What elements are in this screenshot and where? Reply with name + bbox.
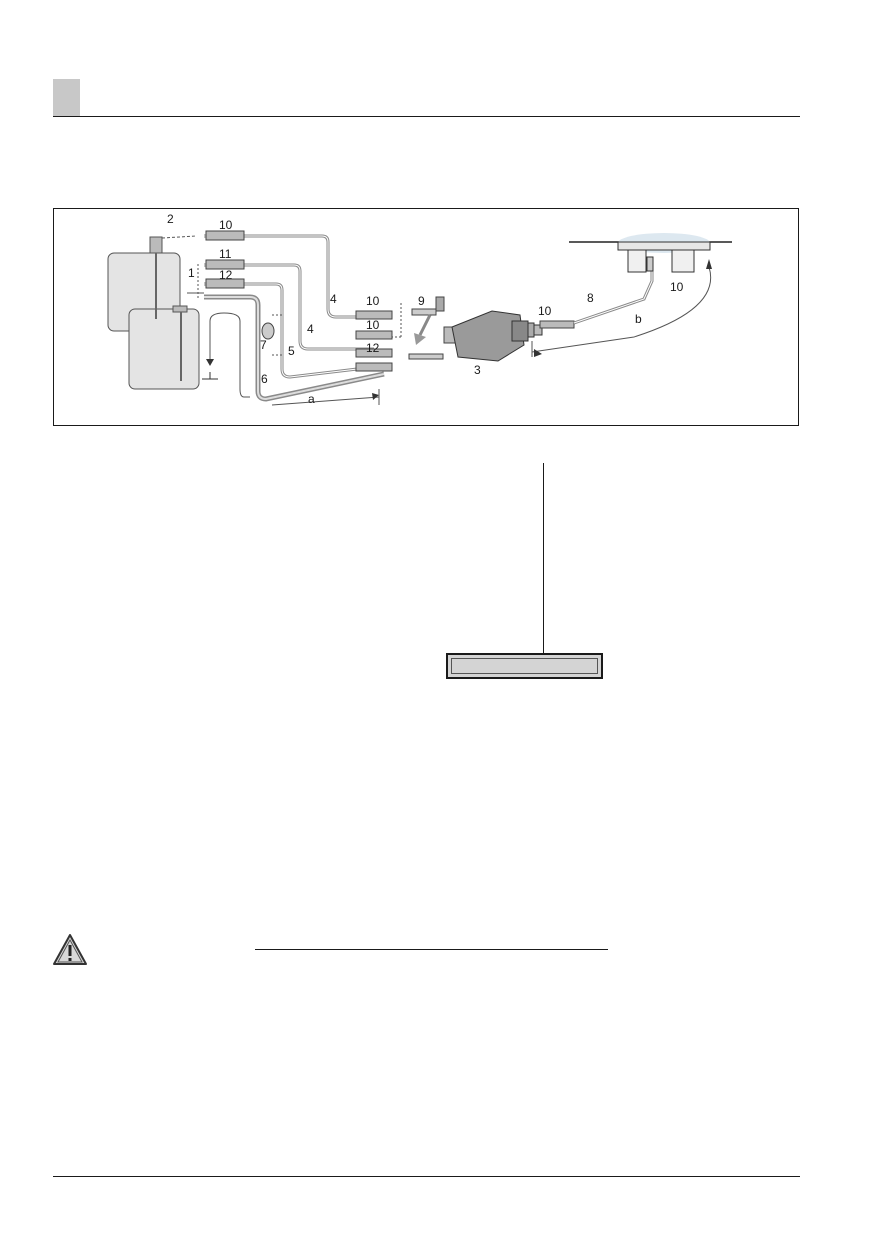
callout-11: 11	[219, 247, 232, 261]
callout-6: 6	[261, 372, 268, 386]
callout-12: 12	[219, 268, 233, 282]
fuel-filter	[261, 322, 275, 340]
fuel-tank-front	[128, 308, 200, 390]
note-box-inner	[451, 658, 598, 674]
diagram-canvas: 2 1 10 11 12 4 4 10 10 12 9 7 5 6 a 3 10…	[107, 212, 732, 406]
text-underline	[255, 949, 608, 950]
header-divider	[53, 116, 800, 117]
note-box	[446, 653, 603, 679]
callout-10: 10	[670, 280, 684, 294]
callout-4: 4	[307, 322, 314, 336]
callout-1: 1	[188, 266, 195, 280]
warning-triangle-icon	[52, 933, 88, 967]
callout-12: 12	[366, 341, 380, 355]
callout-10: 10	[366, 294, 380, 308]
callout-8: 8	[587, 291, 594, 305]
column-divider	[543, 463, 544, 653]
callout-3: 3	[474, 363, 481, 377]
callout-7: 7	[260, 338, 267, 352]
callout-a: a	[308, 392, 315, 406]
callout-5: 5	[288, 344, 295, 358]
callout-2: 2	[167, 212, 174, 226]
callout-10: 10	[366, 318, 380, 332]
callout-10: 10	[219, 218, 233, 232]
callout-4: 4	[330, 292, 337, 306]
chapter-tab-marker	[53, 79, 80, 116]
heater-burner	[627, 249, 647, 273]
footer-divider	[53, 1176, 800, 1177]
dosing-pump	[443, 310, 543, 362]
callout-10: 10	[538, 304, 552, 318]
callout-9: 9	[418, 294, 425, 308]
fuel-system-diagram: 2 1 10 11 12 4 4 10 10 12 9 7 5 6 a 3 10…	[53, 208, 799, 426]
callout-b: b	[635, 312, 642, 326]
